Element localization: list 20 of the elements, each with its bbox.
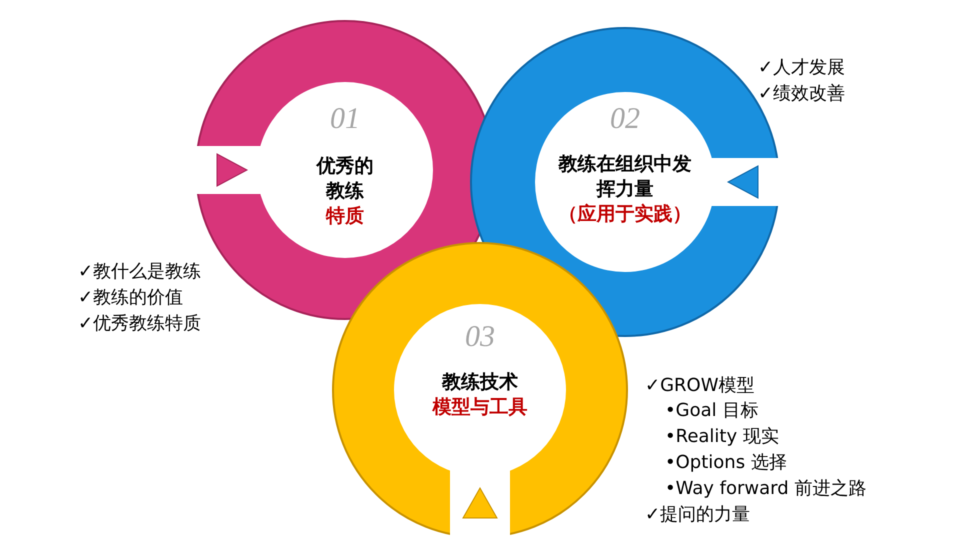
list-item: ✓教什么是教练 xyxy=(78,261,202,283)
ring-title: 教练在组织中发挥力量 xyxy=(558,153,692,200)
highlight-text: 模型与工具 xyxy=(432,395,528,420)
highlight-text: 特质 xyxy=(326,205,364,227)
list-item: ✓绩效改善 xyxy=(758,83,846,105)
list-item: ✓人才发展 xyxy=(758,57,846,79)
number-label: 03 xyxy=(465,320,495,354)
list-item: •Reality 现实 xyxy=(665,426,779,448)
list-item: •Way forward 前进之路 xyxy=(665,478,866,500)
number-label: 02 xyxy=(610,102,640,136)
list-item: ✓教练的价值 xyxy=(78,287,184,309)
highlight-text: （应用于实践） xyxy=(558,202,692,227)
list-item: ✓提问的力量 xyxy=(645,504,750,526)
number-label: 01 xyxy=(330,102,360,136)
list-item: •Options 选择 xyxy=(665,452,787,474)
list-item: ✓优秀教练特质 xyxy=(78,313,202,335)
list-item: ✓GROW模型 xyxy=(645,375,755,397)
list-item: •Goal 目标 xyxy=(665,400,758,422)
ring-title: 教练技术 xyxy=(442,371,518,393)
ring-title: 优秀的教练 xyxy=(316,155,374,202)
